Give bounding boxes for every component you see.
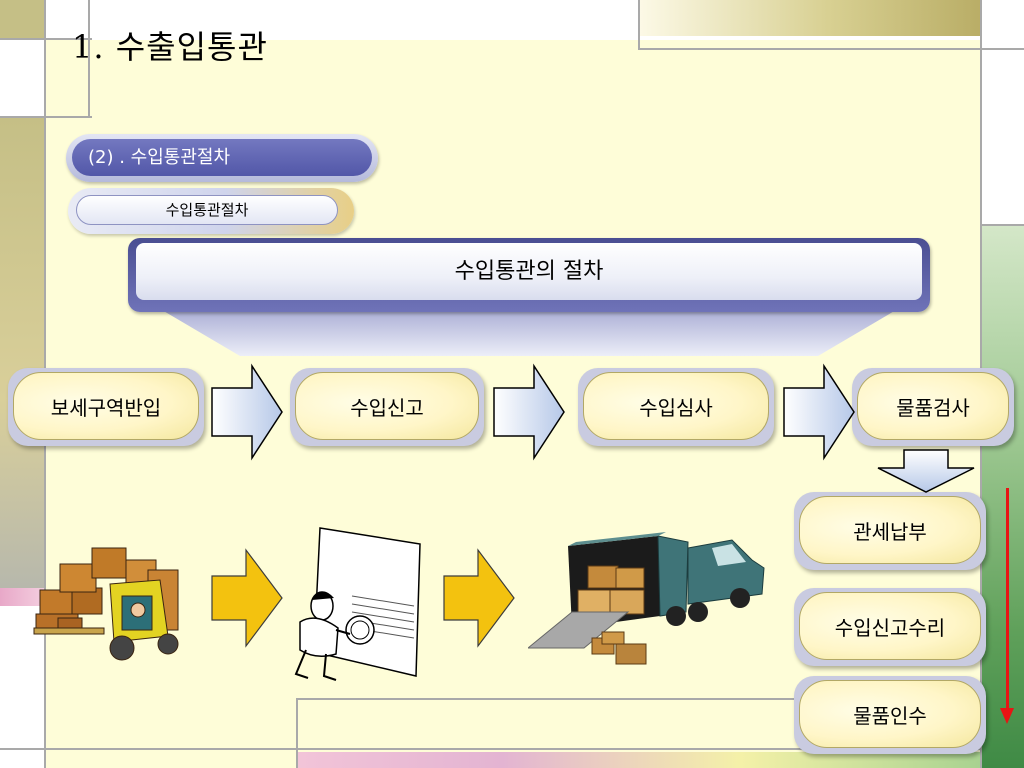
subsection-header-label: 수입통관절차: [76, 195, 338, 225]
frame-line: [0, 116, 92, 118]
frame-line: [638, 48, 1024, 50]
step-import-review: 수입심사: [578, 368, 774, 446]
decor-strip: [0, 118, 46, 588]
forklift-with-boxes-icon: [33, 547, 179, 661]
step-label: 수입신고: [295, 372, 479, 440]
step-import-declaration: 수입신고: [290, 368, 484, 446]
timeline-line: [1006, 488, 1009, 710]
truck-unloading-boxes-icon: [528, 532, 765, 665]
inspector-with-document-icon: [294, 527, 421, 681]
step-declaration-acceptance: 수입신고수리: [794, 588, 986, 666]
frame-line: [638, 0, 640, 50]
flow-arrow-right-icon: [783, 363, 855, 461]
flow-arrow-down-icon: [877, 449, 975, 493]
decor-strip: [640, 0, 982, 36]
decor-strip: [0, 588, 46, 606]
decor-block: [0, 40, 44, 116]
decor-strip: [298, 752, 980, 768]
step-goods-release: 물품인수: [794, 676, 986, 754]
section-header: (2) . 수입통관절차: [66, 134, 378, 182]
decor-strip: [980, 226, 1024, 768]
banner-title: 수입통관의 절차: [136, 243, 922, 300]
step-label: 수입심사: [583, 372, 769, 440]
section-header-label: (2) . 수입통관절차: [72, 139, 372, 176]
step-label: 물품인수: [799, 680, 981, 748]
step-label: 보세구역반입: [13, 372, 199, 440]
frame-line: [0, 748, 980, 750]
procedure-banner: 수입통관의 절차: [128, 238, 930, 312]
frame-line: [0, 38, 92, 40]
frame-line: [980, 224, 1024, 226]
flow-arrow-right-icon: [493, 363, 565, 461]
process-arrow-icon: [443, 548, 515, 648]
step-goods-inspection: 물품검사: [852, 368, 1014, 446]
step-duty-payment: 관세납부: [794, 492, 986, 570]
flow-arrow-right-icon: [211, 363, 283, 461]
timeline-arrowhead-icon: [1000, 708, 1014, 724]
frame-line: [296, 698, 796, 700]
subsection-header: 수입통관절차: [68, 188, 354, 234]
step-label: 관세납부: [799, 496, 981, 564]
frame-line: [88, 0, 90, 118]
step-bonded-area-entry: 보세구역반입: [8, 368, 204, 446]
step-label: 물품검사: [857, 372, 1009, 440]
page-title: 1. 수출입통관: [72, 28, 268, 66]
step-label: 수입신고수리: [799, 592, 981, 660]
process-arrow-icon: [211, 548, 283, 648]
decor-strip: [0, 0, 46, 38]
frame-line: [296, 698, 298, 768]
